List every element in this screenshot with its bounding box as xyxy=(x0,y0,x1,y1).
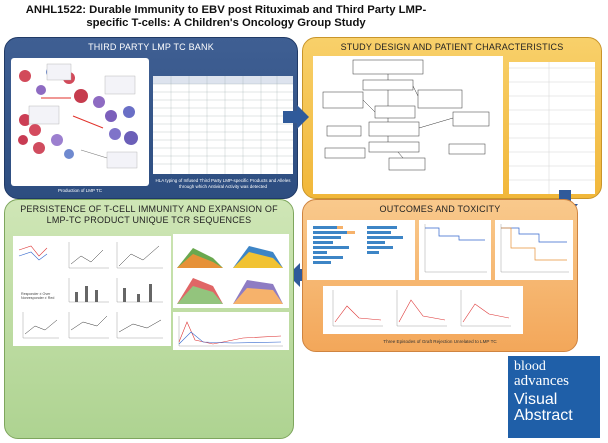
flowchart-diagram xyxy=(319,59,490,192)
km-curve xyxy=(500,224,569,273)
survival-curve-2 xyxy=(495,220,573,280)
logo-line-abstract: Abstract xyxy=(514,407,573,424)
stacked-areas xyxy=(177,246,283,304)
panel-title: THIRD PARTY LMP TC BANK xyxy=(88,42,214,52)
logo-line-advances: advances xyxy=(514,373,569,389)
survival-curve-1 xyxy=(419,220,491,280)
bank-caption-left: Production of LMP TC xyxy=(57,188,103,193)
logo-line-blood: blood xyxy=(514,359,546,374)
panel-study-design: STUDY DESIGN AND PATIENT CHARACTERISTICS xyxy=(302,37,602,199)
characteristics-table-lines xyxy=(509,62,595,194)
panel-title: STUDY DESIGN AND PATIENT CHARACTERISTICS xyxy=(340,42,564,52)
blood-advances-logo: blood advances Visual Abstract xyxy=(508,356,600,438)
tcr-lines xyxy=(178,316,283,347)
outcomes-caption: Three Episodes of Graft Rejection Unrela… xyxy=(383,339,497,344)
responder-label: Responder ≠ Over Nonresponder ≠ Red xyxy=(21,292,55,300)
patient-characteristics-table xyxy=(509,62,595,194)
rejection-plots xyxy=(332,290,511,327)
tcr-stacked-area-charts xyxy=(173,234,289,308)
panel-title: PERSISTENCE OF T-CELL IMMUNITY AND EXPAN… xyxy=(20,204,278,225)
tcr-line-chart xyxy=(173,312,289,350)
study-flowchart xyxy=(313,56,503,194)
bank-caption-right: HLA typing of Infused Third Party LMP-sp… xyxy=(155,178,291,189)
hla-table-grid xyxy=(153,76,293,174)
logo-line-visual: Visual xyxy=(514,391,558,408)
hla-typing-table xyxy=(153,76,293,174)
panel-lmp-tc-bank: THIRD PARTY LMP TC BANK xyxy=(4,37,298,199)
panel-persistence: PERSISTENCE OF T-CELL IMMUNITY AND EXPAN… xyxy=(4,199,294,439)
production-diagram xyxy=(11,58,149,186)
cell-production-illustration xyxy=(18,63,138,169)
graft-rejection-charts xyxy=(323,286,523,334)
panel-outcomes: OUTCOMES AND TOXICITY xyxy=(302,199,578,352)
immunity-charts-grid xyxy=(13,236,171,346)
km-curve xyxy=(424,224,487,273)
response-bar-charts xyxy=(307,220,415,280)
panel-title: OUTCOMES AND TOXICITY xyxy=(379,204,501,214)
bar-charts xyxy=(313,226,403,264)
right-arrow-icon xyxy=(283,105,309,129)
small-charts xyxy=(18,242,163,339)
visual-abstract-title: ANHL1522: Durable Immunity to EBV post R… xyxy=(25,4,427,29)
